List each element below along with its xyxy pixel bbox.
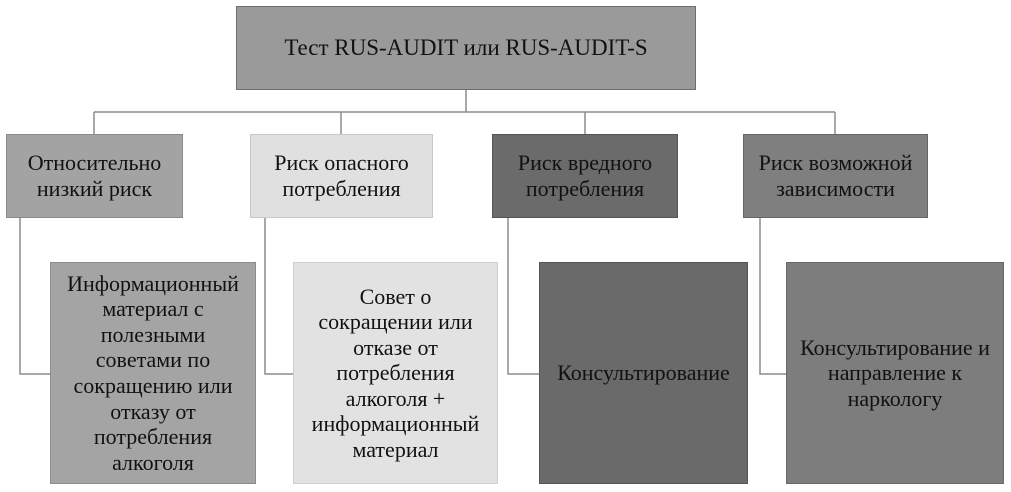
action-counseling-referral: Консультирование и направление к нарколо…	[786, 262, 1004, 484]
root-label: Тест RUS-AUDIT или RUS-AUDIT-S	[284, 35, 648, 61]
category-hazardous-use: Риск опасного потребления	[250, 134, 433, 218]
category-low-risk: Относительно низкий риск	[6, 134, 183, 218]
root-node: Тест RUS-AUDIT или RUS-AUDIT-S	[236, 6, 696, 90]
category-label: Относительно низкий риск	[27, 149, 162, 201]
action-label: Совет о сокращении или отказе от потребл…	[311, 283, 480, 462]
category-harmful-use: Риск вредного потребления	[492, 134, 678, 218]
action-label: Консультирование	[557, 360, 730, 386]
action-advice: Совет о сокращении или отказе от потребл…	[293, 262, 498, 484]
action-label: Консультирование и направление к нарколо…	[800, 334, 990, 411]
category-label: Риск вредного потребления	[517, 149, 653, 201]
category-label: Риск опасного потребления	[274, 149, 409, 201]
action-counseling: Консультирование	[539, 262, 748, 484]
category-label: Риск возможной зависимости	[758, 149, 913, 201]
action-information-material: Информационный материал с полезными сове…	[50, 262, 256, 484]
action-label: Информационный материал с полезными сове…	[67, 270, 239, 475]
category-possible-dependence: Риск возможной зависимости	[743, 134, 928, 218]
